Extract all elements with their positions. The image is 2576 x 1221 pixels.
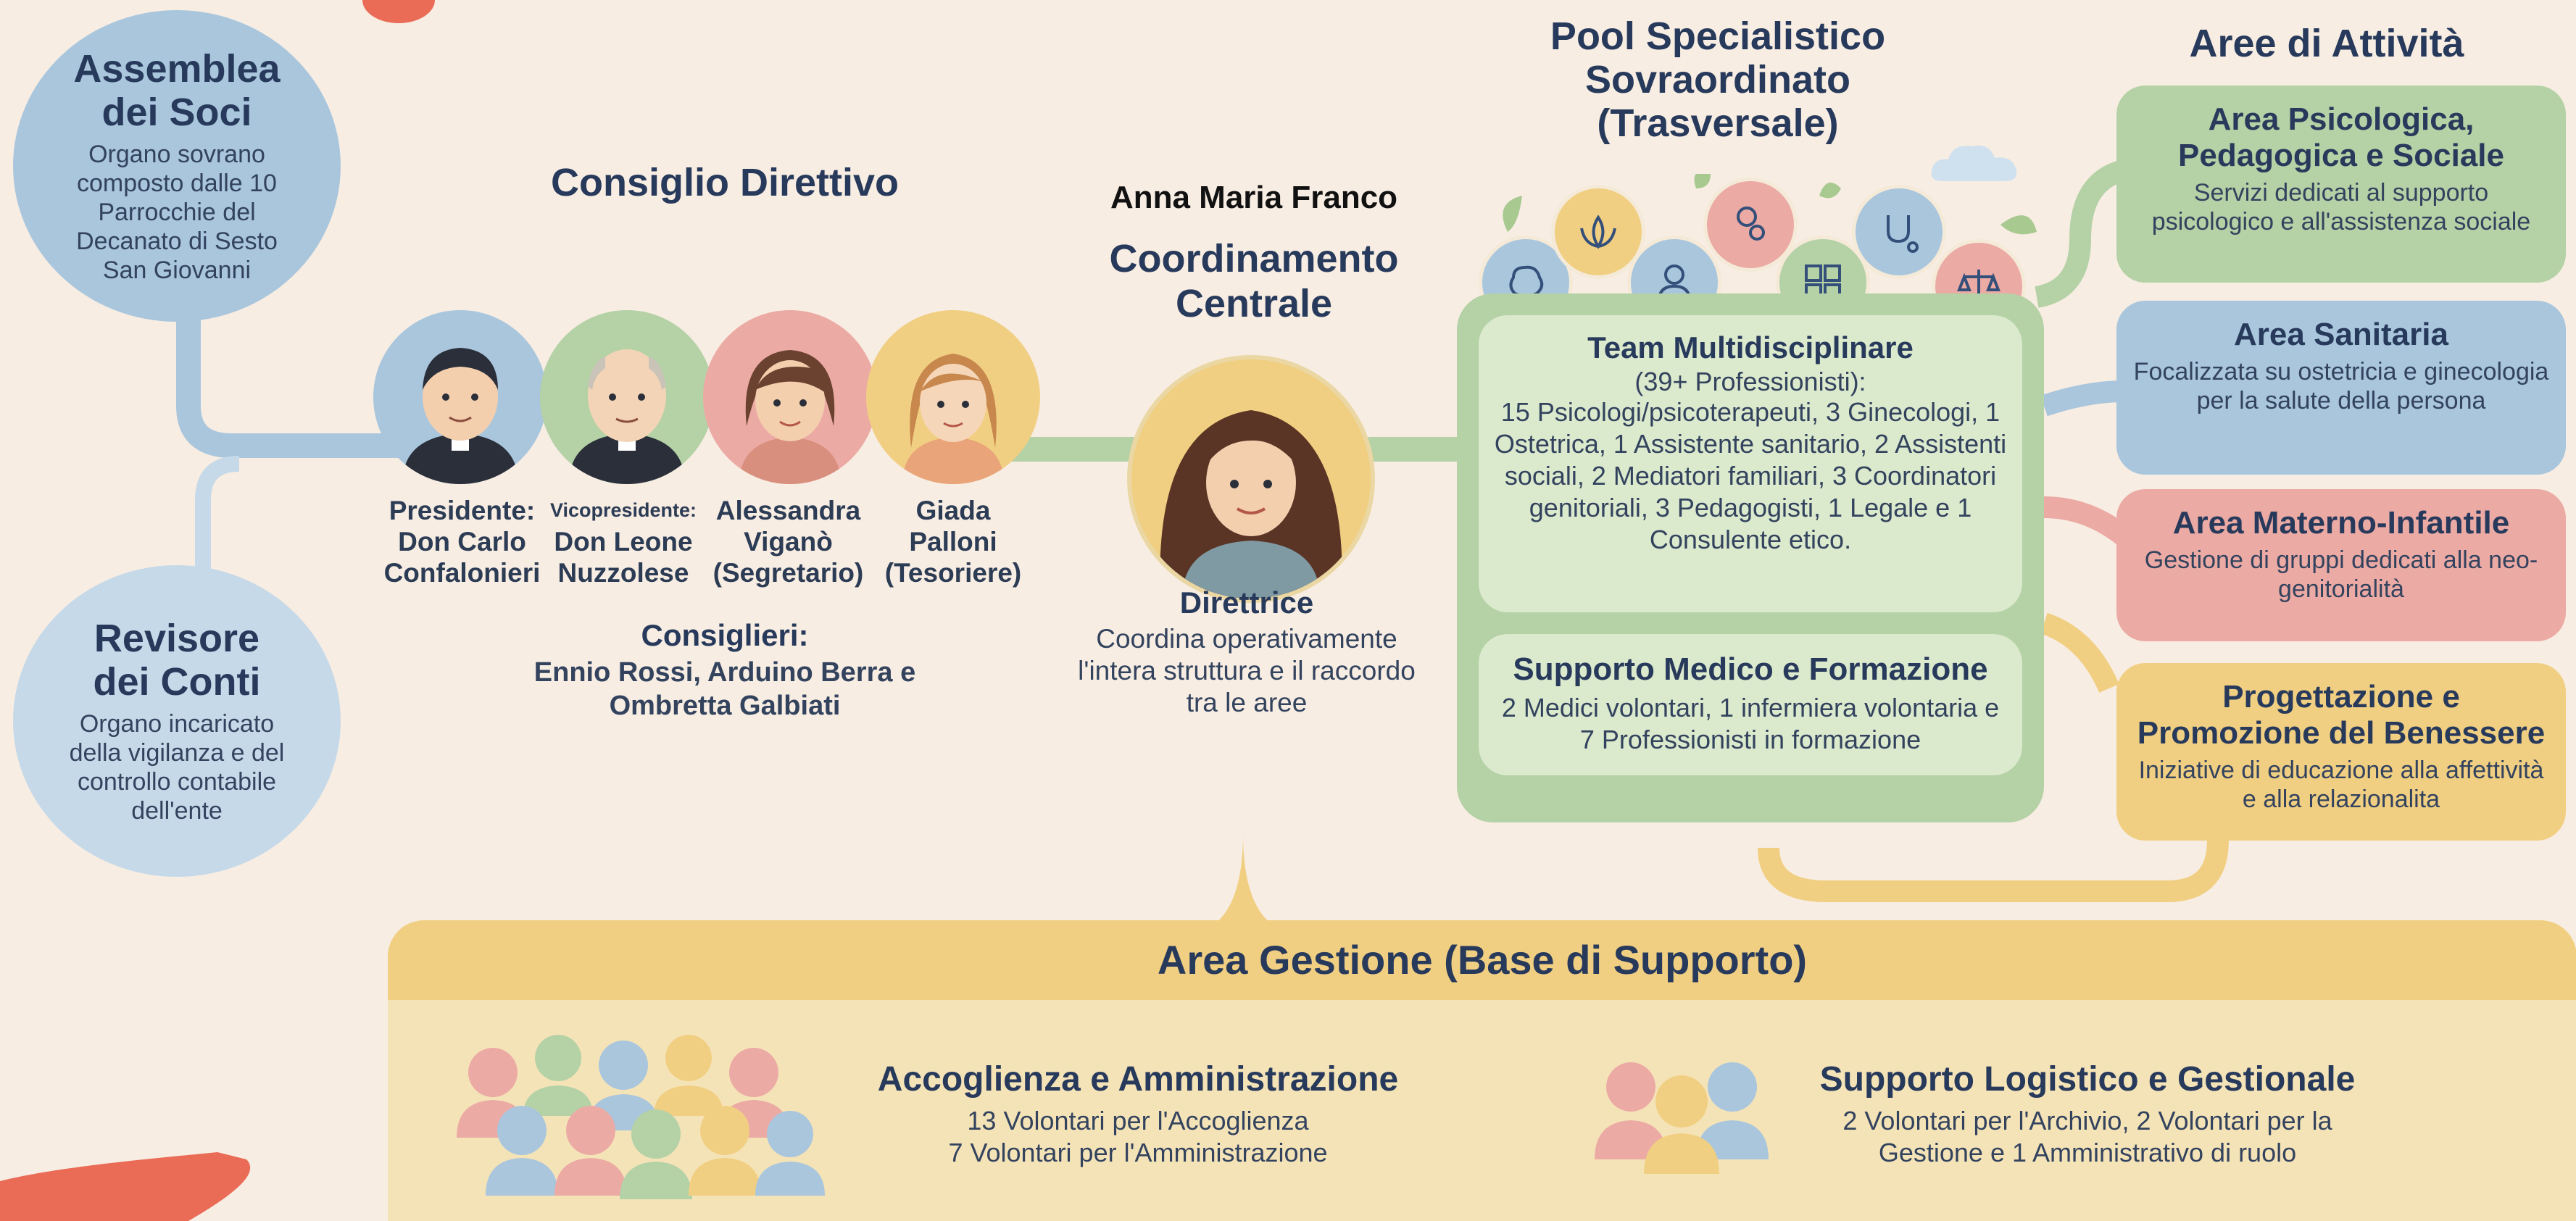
pool-title: Pool Specialistico Sovraordinato (Trasve… [1550,14,1886,145]
connector-area-1 [2034,159,2127,308]
gestione-title: Area Gestione (Base di Supporto) [1157,937,1808,983]
member-tesoriere: Giada Palloni (Tesoriere) [873,495,1033,588]
direttrice-role: Direttrice [1179,586,1314,620]
avatar-tesoriere [866,310,1040,484]
area-desc: Iniziative di educazione alla affettivit… [2138,757,2544,813]
area-card-benessere: Progettazione e Promozione del Benessere… [2116,663,2566,841]
people-group-left-icon [435,1014,841,1203]
people-group-right-icon [1587,1043,1776,1174]
revisore-circle: Revisore dei Conti Organo incaricato del… [13,565,341,877]
area-desc: Gestione di gruppi dedicati alla neo-gen… [2144,546,2538,603]
team-card: Team Multidisciplinare (39+ Professionis… [1479,315,2022,612]
accoglienza-title: Accoglienza e Amministrazione [877,1060,1399,1099]
avatar-presidente [373,310,547,484]
decor-blob-top [362,0,435,23]
area-title: Area Psicologica, Pedagogica e Sociale [2178,101,2504,173]
decor-brush-bottom-left [0,1152,251,1221]
avatar-segretario [703,310,877,484]
member-name: Alessandra Viganò (Segretario) [712,496,864,588]
revisore-desc: Organo incaricato della vigilanza e del … [69,710,285,825]
team-title: Team Multidisciplinare [1587,330,1914,364]
member-role: Presidente: [389,496,536,525]
revisore-title: Revisore dei Conti [93,617,261,704]
accoglienza-line2: 7 Volontari per l'Amministrazione [948,1138,1328,1167]
area-desc: Focalizzata su ostetricia e ginecologia … [2133,358,2549,414]
logistico-line2: Gestione e 1 Amministrativo di ruolo [1878,1138,2297,1167]
lotus-icon [1551,185,1645,279]
connector-revisore [195,456,240,594]
support-desc: 2 Medici volontari, 1 infermiera volonta… [1501,693,2000,754]
member-name: Don Carlo Confalonieri [383,527,541,588]
connector-area-3 [2043,496,2131,545]
member-role: Vicopresidente: [549,499,697,521]
aree-title: Aree di Attività [2189,22,2464,65]
logistico-title: Supporto Logistico e Gestionale [1819,1060,2356,1099]
area-title: Progettazione e Promozione del Benessere [2137,679,2546,751]
gestione-header: Area Gestione (Base di Supporto) [388,920,2576,1000]
assemblea-circle: Assemblea dei Soci Organo sovrano compos… [13,10,341,322]
support-title: Supporto Medico e Formazione [1513,651,1988,687]
support-card: Supporto Medico e Formazione 2 Medici vo… [1479,634,2022,775]
connector-assemblea [176,292,447,458]
stethoscope-icon [1852,185,1946,279]
consiglieri-names: Ennio Rossi, Arduino Berra e Ombretta Ga… [533,657,916,721]
coordinatrice-name: Anna Maria Franco [1110,180,1398,215]
connector-gestione-up [1189,833,1297,935]
icon-bubbles [1479,172,2044,319]
team-desc: 15 Psicologi/psicoterapeuti, 3 Ginecolog… [1494,397,2007,554]
connector-benessere-loop [1758,840,2229,902]
assemblea-title: Assemblea dei Soci [73,47,281,134]
member-name: Giada Palloni (Tesoriere) [884,496,1022,588]
cloud-icon [1928,138,2022,188]
area-desc: Servizi dedicati al supporto psicologico… [2151,179,2531,236]
member-presidente: Presidente: Don Carlo Confalonieri [366,495,558,588]
assemblea-desc: Organo sovrano composto dalle 10 Parrocc… [76,141,278,284]
accoglienza-line1: 13 Volontari per l'Accoglienza [967,1106,1309,1135]
area-title: Area Materno-Infantile [2172,505,2510,541]
direttrice-desc: Coordina operativamente l'intera struttu… [1078,624,1416,717]
member-vicepresidente: Vicopresidente: Don Leone Nuzzolese [540,495,707,588]
area-title: Area Sanitaria [2234,317,2448,352]
member-name: Don Leone Nuzzolese [554,527,693,588]
area-card-sanitaria: Area Sanitaria Focalizzata su ostetricia… [2116,301,2566,475]
consiglio-title: Consiglio Direttivo [550,161,899,204]
team-count: (39+ Professionisti): [1634,367,1866,396]
area-card-psicologica: Area Psicologica, Pedagogica e Sociale S… [2116,86,2566,283]
connector-area-4 [2040,612,2119,693]
avatar-vicepresidente [540,310,714,484]
area-card-materno-infantile: Area Materno-Infantile Gestione di grupp… [2116,489,2566,641]
consiglieri-label: Consiglieri: [641,618,809,652]
mother-child-icon [1703,178,1798,272]
member-segretario: Alessandra Viganò (Segretario) [707,495,870,588]
avatar-direttrice [1127,355,1375,603]
connector-area-2 [2040,380,2124,417]
logistico-line1: 2 Volontari per l'Archivio, 2 Volontari … [1842,1106,2332,1135]
coordinamento-title: Coordinamento Centrale [1109,237,1399,325]
